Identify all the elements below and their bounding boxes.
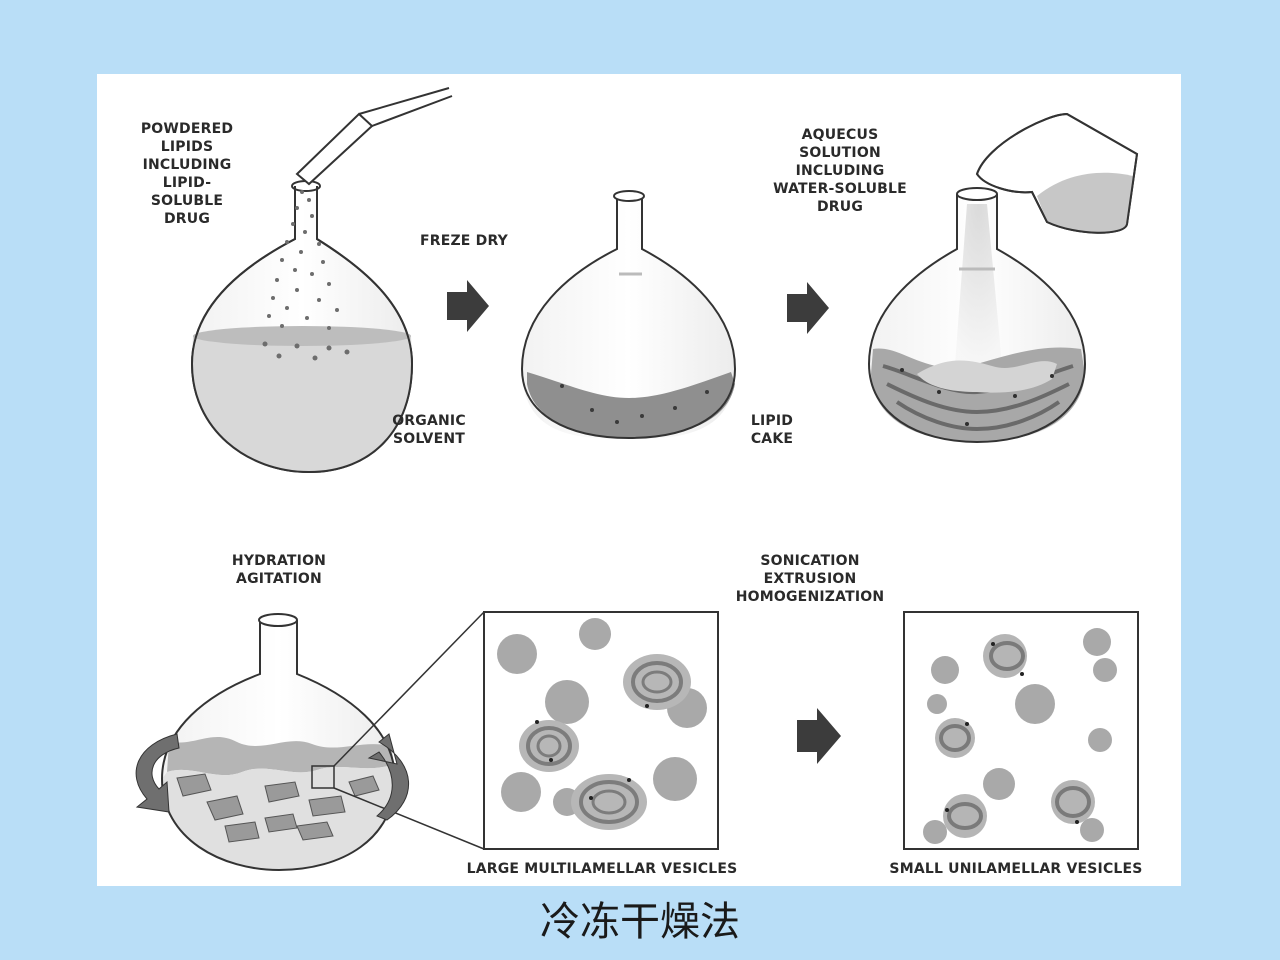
unilamellar-vesicle (935, 718, 975, 758)
label-powdered-lipids: POWDERED LIPIDS INCLUDING LIPID-SOLUBLE … (140, 121, 234, 227)
diagram-artwork (135, 87, 1139, 872)
flask-agitation (160, 611, 485, 872)
rotation-arrow-right (367, 733, 410, 821)
label-lipid-cake: LIPID CAKE (750, 413, 794, 447)
liposome-preparation-diagram: POWDERED LIPIDS INCLUDING LIPID-SOLUBLE … (97, 74, 1181, 886)
label-organic-solvent: ORGANIC SOLVENT (392, 413, 466, 447)
panel-small-unilamellar-vesicles (903, 611, 1139, 850)
powder-scoop (295, 87, 453, 186)
panel-large-multilamellar-vesicles (483, 611, 719, 850)
unilamellar-vesicle (1051, 780, 1095, 824)
flask-lipid-cake (520, 190, 737, 440)
step-arrow (797, 708, 841, 764)
falling-powder (262, 190, 350, 361)
step-arrow (447, 280, 489, 332)
multilamellar-vesicle (571, 774, 647, 830)
figure-caption: 冷冻干燥法 (540, 899, 740, 945)
unilamellar-vesicle (943, 794, 987, 838)
multilamellar-vesicle (519, 720, 579, 772)
step-arrow (787, 282, 829, 334)
flask-aqueous-hydration (867, 187, 1087, 444)
flask-organic-solvent (190, 180, 414, 474)
label-large-multilamellar-vesicles: LARGE MULTILAMELLAR VESICLES (466, 861, 738, 877)
rotation-arrow-left (135, 733, 180, 813)
label-hydration-agitation: HYDRATION AGITATION (231, 553, 327, 587)
label-small-unilamellar-vesicles: SMALL UNILAMELLAR VESICLES (889, 861, 1143, 877)
label-sonication-extrusion: SONICATION EXTRUSION HOMOGENIZATION (735, 553, 885, 605)
beaker (975, 112, 1139, 234)
multilamellar-vesicle (623, 654, 691, 710)
unilamellar-vesicle (983, 634, 1027, 678)
label-aqueous-solution: AQUECUS SOLUTION INCLUDING WATER-SOLUBLE… (773, 127, 907, 215)
label-freeze-dry: FREZE DRY (419, 233, 509, 249)
